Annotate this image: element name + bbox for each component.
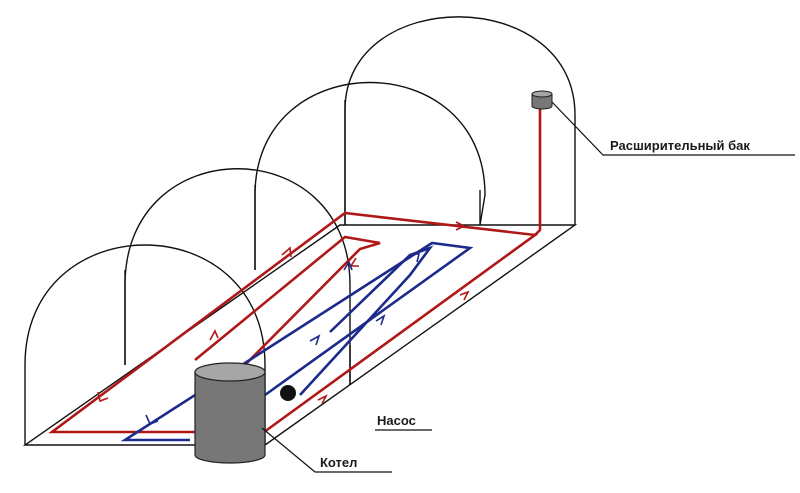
supply-arrows — [97, 221, 470, 405]
boiler — [194, 362, 266, 464]
return-outer-loop — [120, 241, 474, 442]
expansion-tank-body — [531, 93, 553, 110]
supply-riser — [534, 108, 542, 236]
front-arch — [24, 244, 266, 445]
arrow — [317, 394, 328, 405]
arrow — [97, 391, 109, 403]
expansion-tank-leader — [551, 101, 795, 156]
expansion-tank-label: Расширительный бак — [610, 138, 750, 153]
pump — [280, 385, 296, 401]
return-inner-loop — [299, 245, 434, 396]
expansion-tank — [531, 90, 553, 110]
return-pipe — [120, 241, 474, 442]
arch-3 — [254, 81, 486, 270]
arrow — [375, 314, 386, 326]
boiler-top — [194, 362, 266, 382]
arrow — [412, 253, 421, 263]
boiler-body — [194, 371, 266, 464]
arrow — [281, 246, 292, 258]
supply-pipe — [48, 108, 542, 437]
return-arrows — [145, 253, 421, 426]
arrow — [145, 414, 159, 426]
arrow — [349, 257, 359, 267]
arrow — [343, 260, 353, 271]
arrow — [459, 290, 470, 301]
expansion-tank-top — [531, 90, 553, 98]
pump-label: Насос — [377, 413, 416, 428]
supply-outer-loop — [48, 211, 539, 437]
rear-arch — [344, 16, 576, 225]
floor-outline — [22, 224, 578, 446]
leader-lines — [261, 101, 795, 473]
supply-inner-loop — [194, 235, 381, 381]
arrow — [455, 221, 466, 231]
boiler-label: Котел — [320, 455, 357, 470]
arrow — [309, 334, 321, 346]
arrow — [209, 329, 219, 341]
boiler-leader — [261, 427, 392, 473]
